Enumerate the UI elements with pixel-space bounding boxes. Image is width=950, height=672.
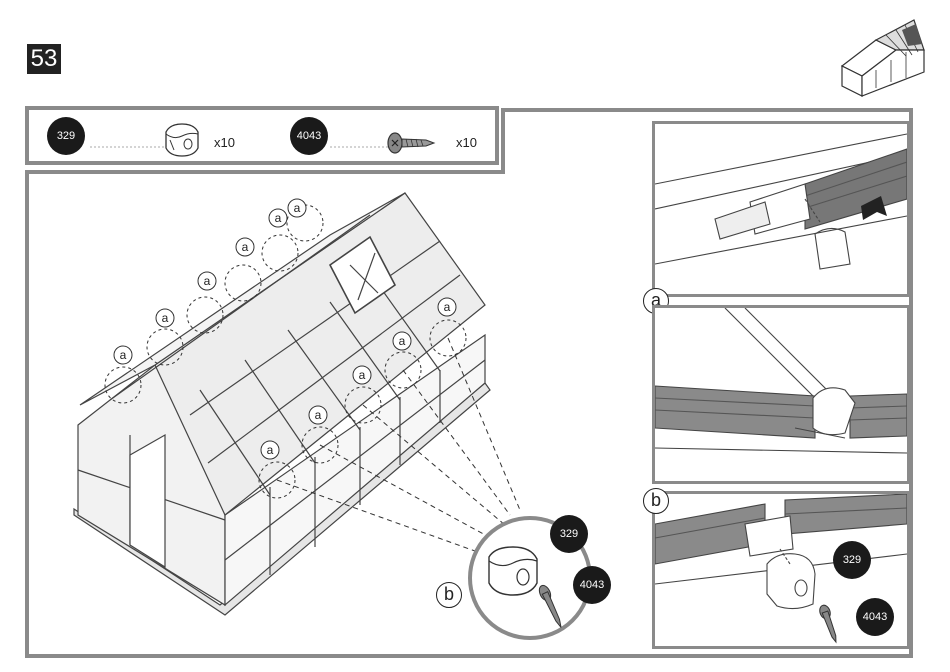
svg-text:a: a — [294, 201, 301, 215]
svg-text:a: a — [399, 334, 406, 348]
part-number-badge: 329 — [47, 117, 85, 155]
screw-icon — [386, 132, 438, 154]
callout-label-b: b — [436, 582, 462, 608]
svg-text:a: a — [120, 348, 127, 362]
callout-label-b: b — [643, 488, 669, 514]
connector-clip-icon — [160, 120, 204, 160]
svg-text:a: a — [444, 300, 451, 314]
part-number-badge: 4043 — [573, 566, 611, 604]
svg-text:a: a — [162, 311, 169, 325]
svg-text:a: a — [315, 408, 322, 422]
part-number-badge: 329 — [833, 541, 871, 579]
part-quantity: x10 — [214, 135, 235, 150]
detail-panel-a-top — [652, 121, 910, 297]
detail-panel-a-bottom — [652, 305, 910, 484]
part-number-badge: 4043 — [856, 598, 894, 636]
part-quantity: x10 — [456, 135, 477, 150]
part-number-badge: 4043 — [290, 117, 328, 155]
svg-text:a: a — [275, 211, 282, 225]
svg-text:a: a — [242, 240, 249, 254]
svg-text:a: a — [204, 274, 211, 288]
svg-text:a: a — [359, 368, 366, 382]
svg-text:a: a — [267, 443, 274, 457]
part-number-badge: 329 — [550, 515, 588, 553]
